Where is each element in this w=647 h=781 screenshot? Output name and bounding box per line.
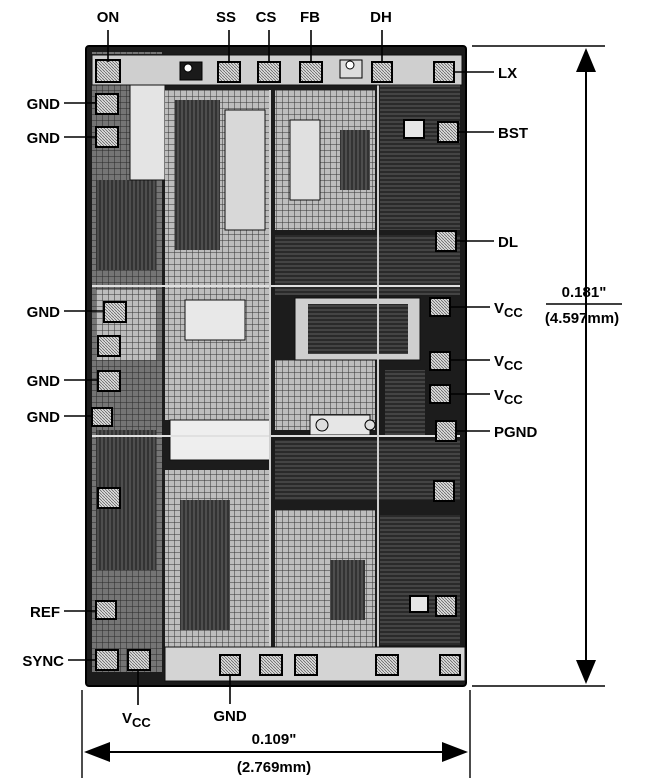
- pad-sync: [95, 649, 119, 671]
- pin-label-ss: SS: [216, 9, 236, 26]
- pad-ref: [95, 600, 117, 620]
- pin-label-dh: DH: [370, 9, 392, 26]
- pad-gnd-3: [103, 301, 127, 323]
- pad-dl: [435, 230, 457, 252]
- width-inches: 0.109": [252, 731, 297, 748]
- pin-label-fb: FB: [300, 9, 320, 26]
- pad-fb: [299, 61, 323, 83]
- pad-gnd-bottom: [219, 654, 241, 676]
- pad-dh: [371, 61, 393, 83]
- pad-gnd-2: [95, 126, 119, 148]
- pin-label-vcc-3: VCC: [494, 387, 523, 407]
- pad-gnd-1: [95, 93, 119, 115]
- pad-bst: [437, 121, 459, 143]
- pin-label-gnd-5: GND: [27, 409, 61, 426]
- pin-label-gnd-4: GND: [27, 373, 61, 390]
- pad-gnd-4: [97, 370, 121, 392]
- pin-label-vcc-bottom: VCC: [122, 710, 151, 730]
- pin-label-dl: DL: [498, 234, 518, 251]
- pin-label-gnd-1: GND: [27, 96, 61, 113]
- arrow-right-icon: [442, 742, 468, 762]
- width-mm: (2.769mm): [237, 759, 311, 776]
- bond-pads: [91, 59, 461, 676]
- die-body: [85, 45, 467, 687]
- pad-on: [95, 59, 121, 83]
- height-dimension: 0.181" (4.597mm): [472, 45, 622, 687]
- arrow-up-icon: [576, 48, 596, 72]
- height-mm: (4.597mm): [545, 310, 619, 327]
- pin-label-pgnd: PGND: [494, 424, 538, 441]
- pad-gnd-5: [91, 407, 113, 427]
- arrow-left-icon: [84, 742, 110, 762]
- pin-labels: ON SS CS FB DH LX BST DL VCC VCC VCC PGN…: [22, 9, 537, 730]
- leader-lines: [64, 30, 494, 705]
- width-dimension: 0.109" (2.769mm): [81, 690, 471, 778]
- pad-vcc-bottom: [127, 649, 151, 671]
- pin-label-ref: REF: [30, 604, 60, 621]
- pin-label-bst: BST: [498, 125, 528, 142]
- pad-pgnd: [435, 420, 457, 442]
- pin-label-sync: SYNC: [22, 653, 64, 670]
- pin-label-on: ON: [97, 9, 120, 26]
- pad-lx: [433, 61, 455, 83]
- pin-label-gnd-2: GND: [27, 130, 61, 147]
- pin-label-vcc-2: VCC: [494, 353, 523, 373]
- pin-label-gnd-bottom: GND: [213, 708, 247, 725]
- pad-cs: [257, 61, 281, 83]
- pad-vcc-2: [429, 351, 451, 371]
- pin-label-gnd-3: GND: [27, 304, 61, 321]
- height-inches: 0.181": [562, 284, 607, 301]
- pin-label-lx: LX: [498, 65, 517, 82]
- pad-vcc-3: [429, 384, 451, 404]
- pad-vcc-1: [429, 297, 451, 317]
- pad-ss: [217, 61, 241, 83]
- arrow-down-icon: [576, 660, 596, 684]
- pin-label-cs: CS: [256, 9, 277, 26]
- pin-label-vcc-1: VCC: [494, 300, 523, 320]
